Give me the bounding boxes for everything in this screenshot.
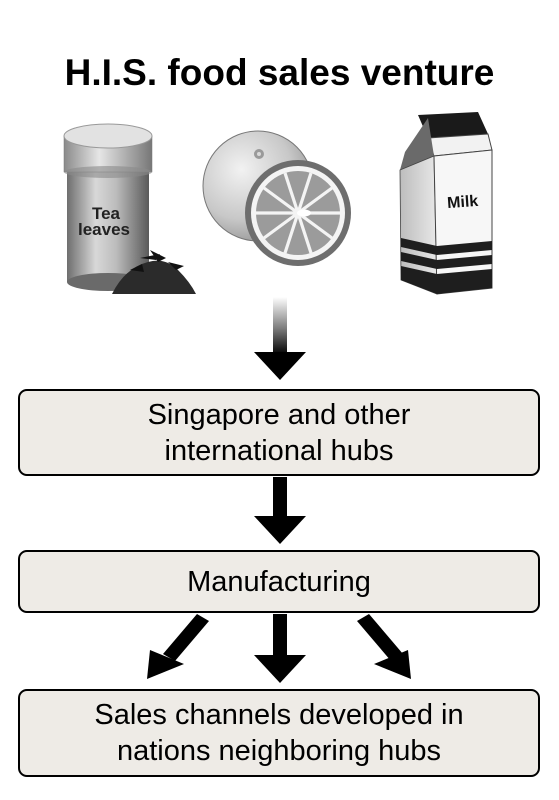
- manufacturing-box: Manufacturing: [18, 550, 540, 613]
- grapefruit-icon: [202, 130, 351, 266]
- sales-channels-box: Sales channels developed in nations neig…: [18, 689, 540, 777]
- milk-carton-icon: Milk: [399, 112, 493, 295]
- down-arrow-icon: [147, 614, 209, 679]
- page-title: H.I.S. food sales venture: [64, 52, 495, 93]
- down-arrow-icon: [254, 297, 306, 380]
- tea-can-icon: Tea leaves: [63, 123, 196, 294]
- down-arrow-icon: [254, 614, 306, 683]
- tea-can-label: Tea: [92, 204, 121, 223]
- sales-box-line: Sales channels developed in: [94, 699, 464, 731]
- milk-carton-label: Milk: [447, 193, 479, 212]
- hubs-box: Singapore and other international hubs: [18, 389, 540, 476]
- tea-can-label: leaves: [78, 220, 130, 239]
- down-arrow-icon: [254, 477, 306, 544]
- hubs-box-line: Singapore and other: [147, 398, 411, 431]
- sales-box-line: nations neighboring hubs: [116, 735, 442, 767]
- hubs-box-line: international hubs: [164, 434, 394, 467]
- down-arrow-icon: [357, 614, 411, 679]
- manufacturing-box-line: Manufacturing: [187, 565, 371, 598]
